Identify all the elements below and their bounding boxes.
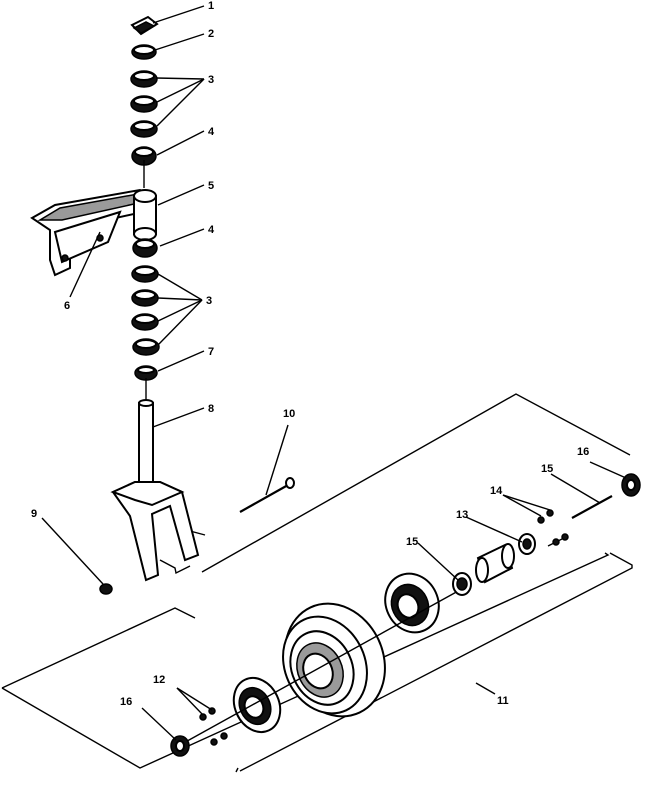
part-4-bearing-upper bbox=[131, 146, 157, 166]
part-4-bearing-lower bbox=[132, 238, 158, 258]
callout-1: 1 bbox=[208, 0, 214, 12]
caster-fork bbox=[110, 481, 200, 582]
callout-9: 9 bbox=[31, 508, 37, 520]
callout-8: 8 bbox=[208, 403, 214, 415]
callout-13: 13 bbox=[456, 509, 468, 521]
part-9-nut bbox=[99, 583, 113, 595]
part-14-grease-fittings bbox=[537, 509, 569, 547]
callout-10-upper: 10 bbox=[283, 408, 295, 420]
callout-16-left: 16 bbox=[120, 696, 132, 708]
part-8-caster-stem bbox=[138, 399, 154, 494]
part-10-axle-bolt-right bbox=[571, 495, 613, 519]
callout-11: 11 bbox=[497, 695, 509, 707]
part-10-axle-bolt bbox=[239, 477, 295, 513]
callout-15-upper: 15 bbox=[541, 463, 553, 475]
callout-2: 2 bbox=[208, 28, 214, 40]
part-7-spacer bbox=[134, 365, 158, 381]
wheel-hub-left bbox=[232, 676, 282, 734]
callout-6: 6 bbox=[64, 300, 70, 312]
part-15-bearing-upper bbox=[518, 533, 536, 555]
callout-3-upper: 3 bbox=[208, 74, 214, 86]
part-5-pivot-housing bbox=[133, 189, 157, 241]
callout-14: 14 bbox=[490, 485, 503, 497]
callout-4-upper: 4 bbox=[208, 126, 215, 138]
part-13-spacer-tube bbox=[475, 543, 515, 584]
callout-16-right: 16 bbox=[577, 446, 589, 458]
part-16-nut-right bbox=[621, 473, 641, 497]
part-3-washers-upper bbox=[130, 70, 158, 138]
part-6-mounting-bracket bbox=[30, 188, 153, 277]
leader-lines bbox=[41, 5, 627, 741]
part-1-pin bbox=[130, 15, 159, 36]
callout-labels: 1 2 3 4 5 6 4 3 7 8 9 10 16 14 15 13 15 … bbox=[31, 0, 589, 708]
callout-3-lower: 3 bbox=[206, 295, 212, 307]
wheel-tire bbox=[282, 602, 386, 718]
part-2-washer bbox=[131, 44, 157, 60]
part-16-nut-left bbox=[170, 735, 190, 757]
callout-4-lower: 4 bbox=[208, 224, 215, 236]
callout-15-lower: 15 bbox=[406, 536, 418, 548]
callout-7: 7 bbox=[208, 346, 214, 358]
part-3-washers-lower bbox=[131, 265, 160, 356]
callout-12: 12 bbox=[153, 674, 165, 686]
wheel-hub-right bbox=[384, 572, 440, 634]
part-15-bearing bbox=[452, 572, 472, 596]
assembly-frame bbox=[1, 393, 633, 773]
callout-5: 5 bbox=[208, 180, 214, 192]
